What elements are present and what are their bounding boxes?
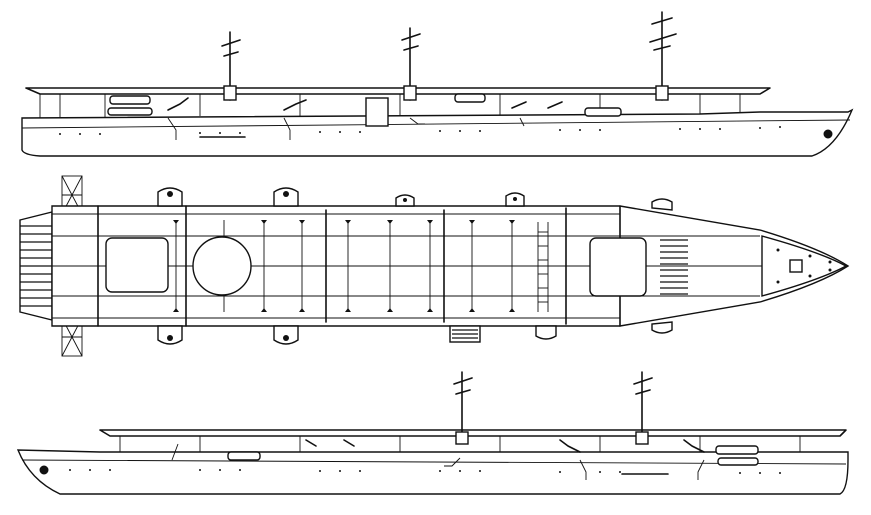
arrestor-wires — [175, 220, 513, 312]
crash-barrier — [537, 222, 549, 312]
port-flight-deck — [99, 429, 847, 437]
port-aa-guns — [305, 439, 705, 453]
sponson-guns — [167, 191, 517, 341]
starboard-flight-deck — [25, 87, 771, 95]
starboard-portholes — [59, 126, 781, 135]
starboard-profile-view — [21, 11, 854, 157]
starboard-mast-base-2 — [403, 85, 417, 101]
starboard-boat-2 — [107, 107, 153, 116]
bow-fittings — [776, 248, 832, 284]
port-anchor — [39, 465, 49, 475]
port-sheer-line — [21, 459, 847, 465]
starboard-aa-guns — [167, 97, 563, 111]
forward-elevator — [589, 237, 647, 297]
forward-grating — [660, 239, 688, 295]
port-profile-view — [16, 371, 849, 495]
forecastle — [761, 235, 848, 297]
flight-deck-plan-view — [19, 175, 850, 357]
port-hangar-supports — [119, 436, 801, 452]
port-masts — [453, 371, 653, 441]
port-mast-base-1 — [455, 431, 469, 445]
starboard-sponsons — [167, 117, 525, 140]
starboard-hull-outline — [21, 108, 854, 157]
deck-longitudinal-lines — [52, 213, 820, 319]
aft-elevator — [105, 237, 169, 293]
port-mast-base-2 — [635, 431, 649, 445]
starboard-boat-3 — [454, 93, 486, 103]
port-portholes — [69, 469, 781, 474]
arrestor-wire-ends — [173, 220, 515, 312]
stern-hatch-block — [19, 211, 53, 321]
starboard-anchor — [823, 129, 833, 139]
bow-winch — [789, 259, 803, 273]
midship-elevator — [192, 236, 252, 296]
starboard-mast-base-1 — [223, 85, 237, 101]
starboard-boat-4 — [584, 107, 622, 117]
port-boat-3 — [227, 451, 261, 461]
starboard-masts — [221, 11, 677, 101]
port-sponsons — [171, 443, 705, 480]
port-boat-2 — [717, 457, 759, 466]
starboard-sheer-line — [21, 119, 851, 129]
port-boat-1 — [715, 445, 759, 455]
port-hull-outline — [16, 449, 849, 495]
starboard-boat-1 — [109, 95, 151, 105]
starboard-mast-base-3 — [655, 85, 669, 101]
starboard-funnel-structure — [365, 97, 389, 127]
side-boat-plan — [449, 325, 481, 343]
